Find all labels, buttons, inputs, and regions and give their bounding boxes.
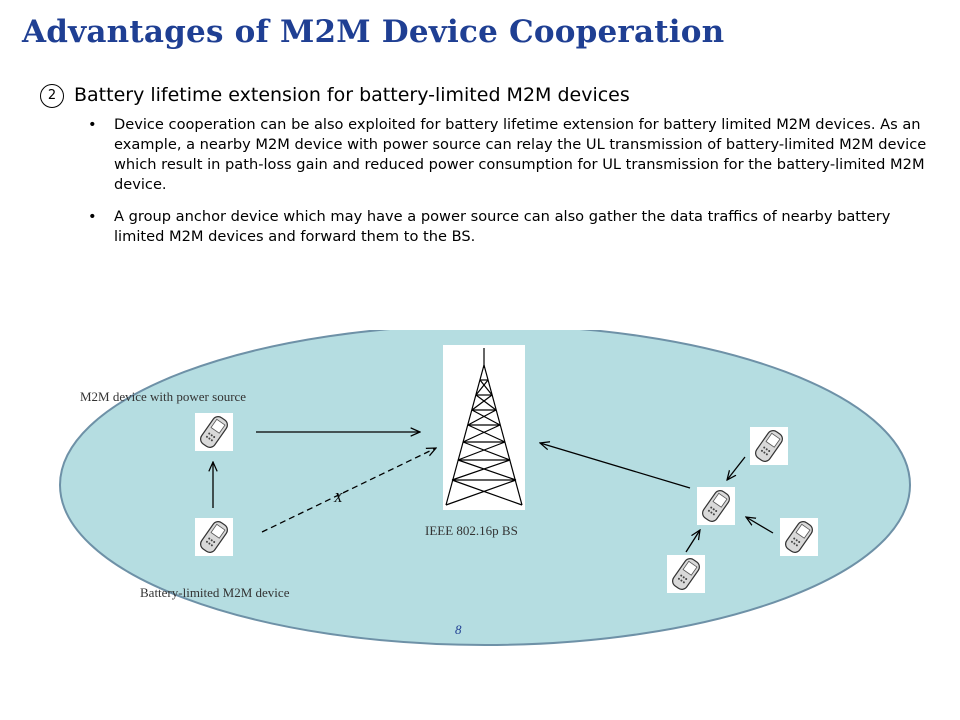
device-to-anchor-arrow (727, 456, 746, 480)
power-device-label: M2M device with power source (80, 389, 246, 404)
base-station-label: IEEE 802.16p BS (425, 523, 518, 538)
battery-limited-device-icon (194, 517, 234, 557)
device-to-anchor-arrow (685, 530, 700, 553)
section-heading: 2 Battery lifetime extension for battery-… (40, 84, 630, 108)
bullet-text: A group anchor device which may have a p… (114, 208, 891, 245)
bullet-text: Device cooperation can be also exploited… (114, 116, 927, 193)
battery-limited-device-icon (749, 426, 789, 466)
blocked-link-marker: X (333, 491, 343, 506)
bullet-item: •A group anchor device which may have a … (88, 208, 891, 245)
anchor-uplink-arrow (540, 443, 691, 489)
battery-limited-device-icon (779, 517, 819, 557)
page-number: 8 (455, 622, 462, 637)
battery-limited-device-icon (666, 554, 706, 594)
section-number-marker: 2 (40, 84, 64, 108)
power-source-device-icon (194, 412, 234, 452)
network-diagram: M2M device with power source Battery-lim… (59, 330, 911, 646)
bullet-list: •Device cooperation can be also exploite… (88, 115, 938, 259)
bullet-item: •Device cooperation can be also exploite… (88, 116, 927, 193)
direct-uplink-dashed-arrow (261, 448, 436, 533)
device-to-anchor-arrow (746, 517, 774, 534)
battery-device-label: Battery-limited M2M device (140, 585, 290, 600)
group-anchor-device-icon (696, 486, 736, 526)
base-station-tower-icon (443, 345, 525, 510)
page-title: Advantages of M2M Device Cooperation (22, 14, 725, 50)
section-heading-text: Battery lifetime extension for battery-l… (74, 84, 630, 106)
